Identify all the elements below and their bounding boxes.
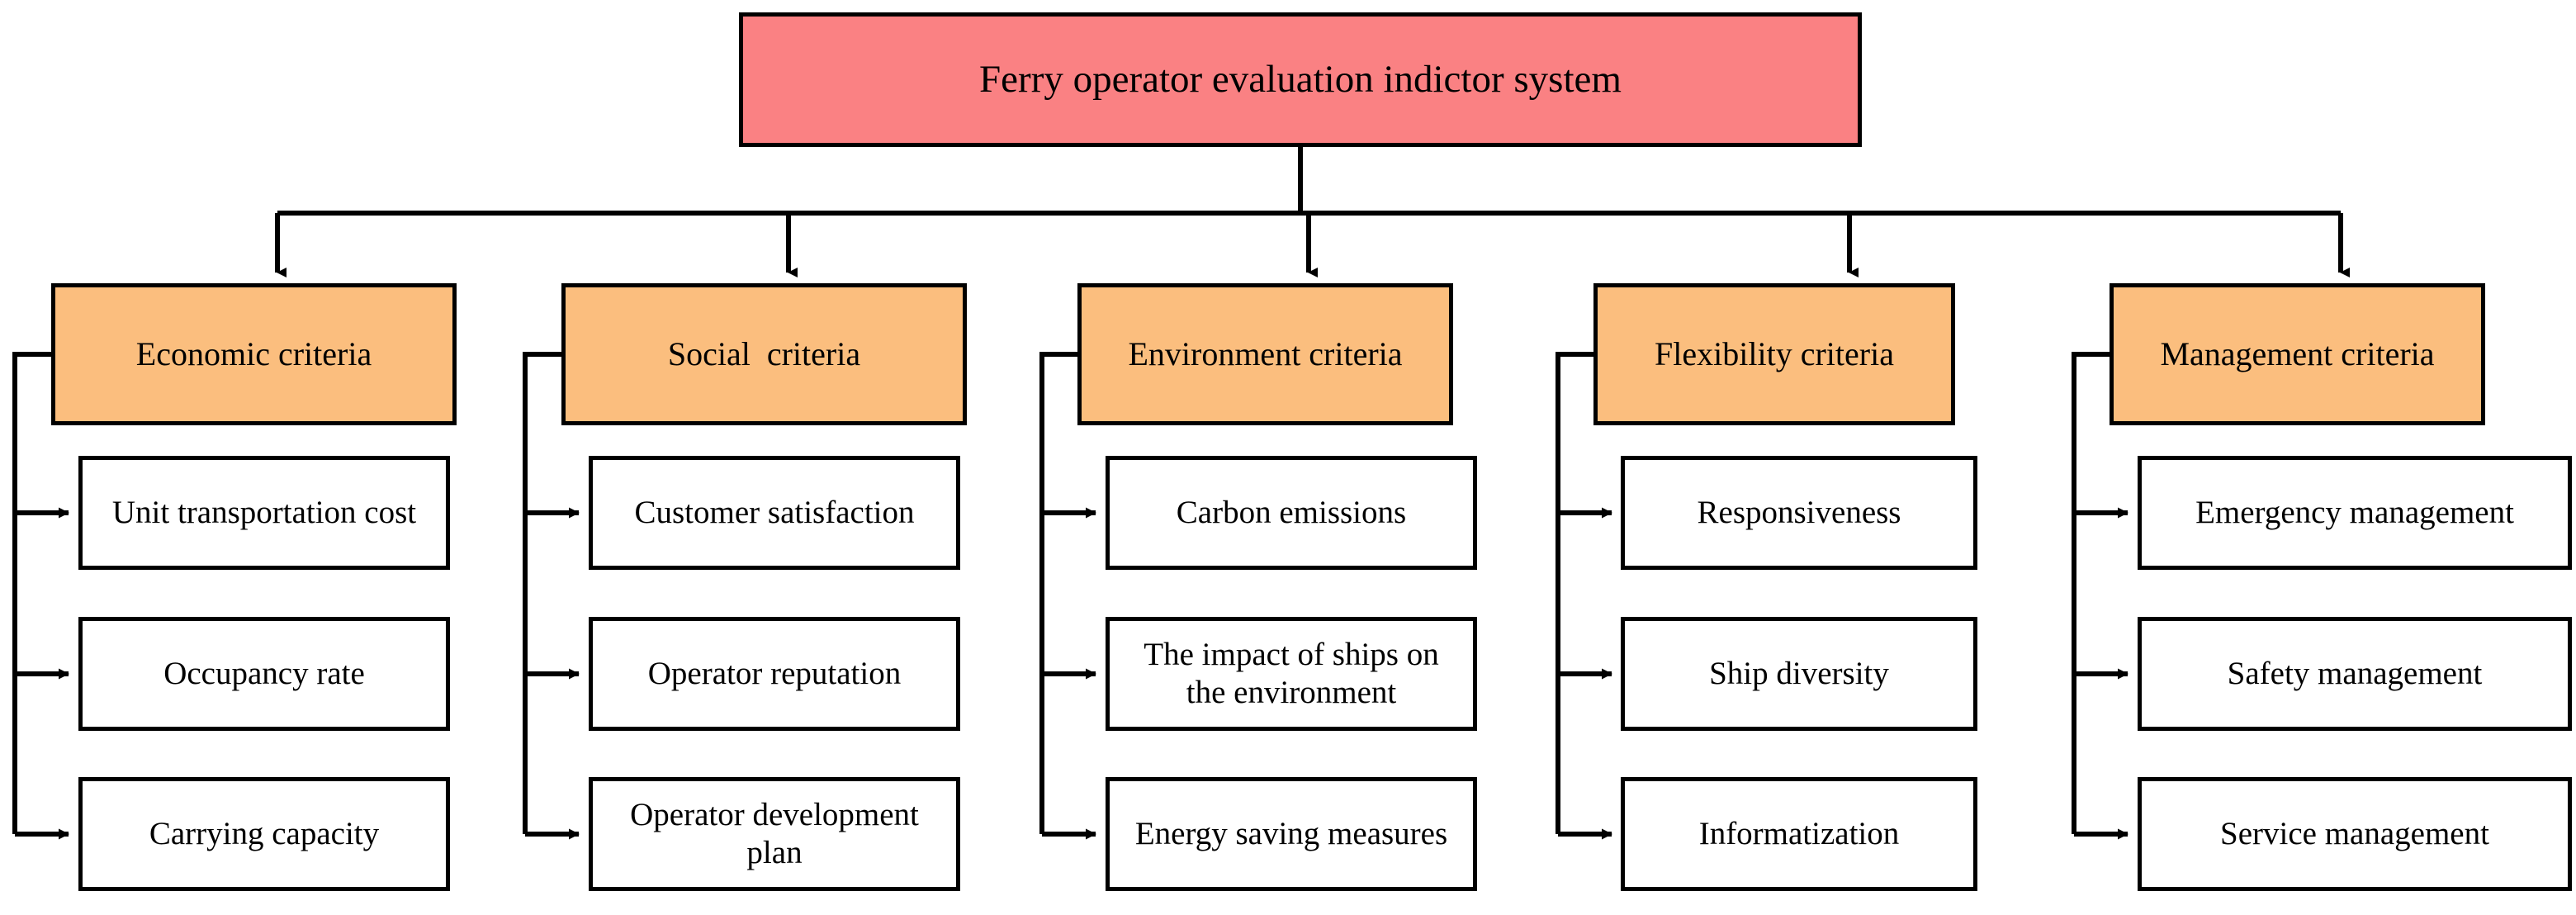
- leaf-node-economic-2[interactable]: Occupancy rate: [78, 617, 450, 731]
- root-node-label: Ferry operator evaluation indictor syste…: [979, 58, 1622, 102]
- leaf-node-management-1[interactable]: Emergency management: [2138, 456, 2572, 570]
- leaf-label-flexibility-1: Responsiveness: [1697, 495, 1901, 531]
- leaf-node-social-3[interactable]: Operator development plan: [589, 777, 960, 891]
- criteria-label-flexibility: Flexibility criteria: [1655, 334, 1894, 372]
- leaf-label-management-2: Safety management: [2227, 656, 2483, 692]
- leaf-node-social-1[interactable]: Customer satisfaction: [589, 456, 960, 570]
- leaf-label-social-1: Customer satisfaction: [634, 495, 915, 531]
- leaf-node-flexibility-1[interactable]: Responsiveness: [1621, 456, 1977, 570]
- spine-management: [2072, 352, 2110, 834]
- leaf-label-flexibility-2: Ship diversity: [1709, 656, 1889, 692]
- leaf-node-management-3[interactable]: Service management: [2138, 777, 2572, 891]
- criteria-label-economic: Economic criteria: [135, 334, 372, 372]
- spine-social: [523, 352, 561, 834]
- leaf-node-environment-1[interactable]: Carbon emissions: [1106, 456, 1477, 570]
- criteria-label-social: Social criteria: [667, 334, 861, 372]
- leaf-label-flexibility-3: Informatization: [1698, 816, 1900, 852]
- leaf-label-social-3: Operator development plan: [630, 796, 919, 870]
- leaf-node-flexibility-3[interactable]: Informatization: [1621, 777, 1977, 891]
- leaf-label-environment-3: Energy saving measures: [1134, 816, 1448, 852]
- criteria-node-economic[interactable]: Economic criteria: [51, 283, 457, 425]
- criteria-node-management[interactable]: Management criteria: [2110, 283, 2485, 425]
- leaf-label-environment-1: Carbon emissions: [1176, 495, 1407, 531]
- leaf-label-management-3: Service management: [2220, 816, 2489, 852]
- leaf-node-environment-2[interactable]: The impact of ships on the environment: [1106, 617, 1477, 731]
- criteria-label-management: Management criteria: [2160, 334, 2435, 372]
- leaf-node-environment-3[interactable]: Energy saving measures: [1106, 777, 1477, 891]
- criteria-node-social[interactable]: Social criteria: [561, 283, 967, 425]
- spine-flexibility: [1556, 352, 1593, 834]
- leaf-node-flexibility-2[interactable]: Ship diversity: [1621, 617, 1977, 731]
- leaf-label-environment-2: The impact of ships on the environment: [1144, 636, 1439, 710]
- leaf-label-economic-1: Unit transportation cost: [111, 495, 417, 531]
- root-node[interactable]: Ferry operator evaluation indictor syste…: [739, 12, 1862, 147]
- leaf-label-social-2: Operator reputation: [647, 656, 902, 692]
- leaf-node-economic-3[interactable]: Carrying capacity: [78, 777, 450, 891]
- spine-economic: [12, 352, 51, 834]
- spine-environment: [1039, 352, 1077, 834]
- criteria-node-flexibility[interactable]: Flexibility criteria: [1593, 283, 1955, 425]
- leaf-node-management-2[interactable]: Safety management: [2138, 617, 2572, 731]
- leaf-label-management-1: Emergency management: [2195, 495, 2514, 531]
- criteria-label-environment: Environment criteria: [1128, 334, 1403, 372]
- leaf-label-economic-3: Carrying capacity: [149, 816, 380, 852]
- leaf-node-economic-1[interactable]: Unit transportation cost: [78, 456, 450, 570]
- leaf-label-economic-2: Occupancy rate: [163, 656, 365, 692]
- criteria-node-environment[interactable]: Environment criteria: [1077, 283, 1453, 425]
- leaf-node-social-2[interactable]: Operator reputation: [589, 617, 960, 731]
